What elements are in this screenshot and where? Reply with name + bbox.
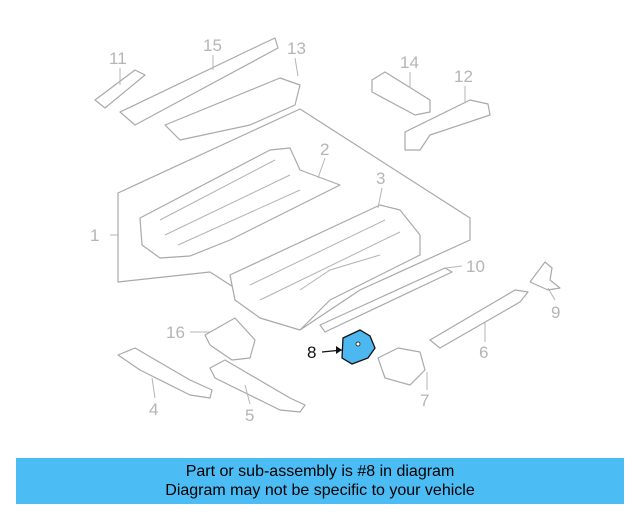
part-14-bracket bbox=[371, 71, 431, 116]
parts-diagram: 1 2 3 4 5 6 7 8 9 10 11 12 13 14 15 16 bbox=[90, 36, 561, 425]
callout-9: 9 bbox=[551, 303, 560, 322]
callout-3: 3 bbox=[376, 169, 385, 188]
callout-1: 1 bbox=[90, 226, 99, 245]
part-16-bracket bbox=[204, 317, 256, 361]
floor-pan-outline bbox=[117, 108, 471, 331]
callout-2: 2 bbox=[320, 140, 329, 159]
part-9-bracket bbox=[529, 261, 561, 291]
callout-15: 15 bbox=[203, 36, 222, 55]
part-11-bracket bbox=[94, 69, 146, 109]
callout-12: 12 bbox=[454, 67, 473, 86]
callout-14: 14 bbox=[400, 53, 419, 72]
callout-11: 11 bbox=[109, 49, 127, 68]
banner-line-2: Diagram may not be specific to your vehi… bbox=[165, 482, 475, 499]
callout-6: 6 bbox=[479, 343, 488, 362]
part-8-highlighted bbox=[341, 329, 376, 365]
callout-5: 5 bbox=[245, 406, 254, 425]
part-10-reinforcement bbox=[319, 267, 453, 333]
info-banner: Part or sub-assembly is #8 in diagram Di… bbox=[16, 458, 624, 504]
part-15-rail bbox=[119, 37, 279, 126]
callout-4: 4 bbox=[149, 400, 158, 419]
part-5-crossmember bbox=[209, 359, 306, 413]
banner-line-1: Part or sub-assembly is #8 in diagram bbox=[185, 463, 455, 480]
callout-16: 16 bbox=[166, 323, 185, 342]
part-4-crossmember bbox=[117, 347, 213, 399]
callout-7: 7 bbox=[420, 391, 429, 410]
callout-10: 10 bbox=[466, 257, 485, 276]
center-floor-pan bbox=[229, 204, 421, 331]
part-12-member bbox=[404, 99, 491, 151]
part-13-rail bbox=[164, 77, 301, 141]
callout-8: 8 bbox=[307, 343, 316, 362]
part-7-bracket bbox=[377, 347, 426, 386]
callout-13: 13 bbox=[287, 39, 306, 58]
part-6-rail bbox=[429, 289, 529, 349]
